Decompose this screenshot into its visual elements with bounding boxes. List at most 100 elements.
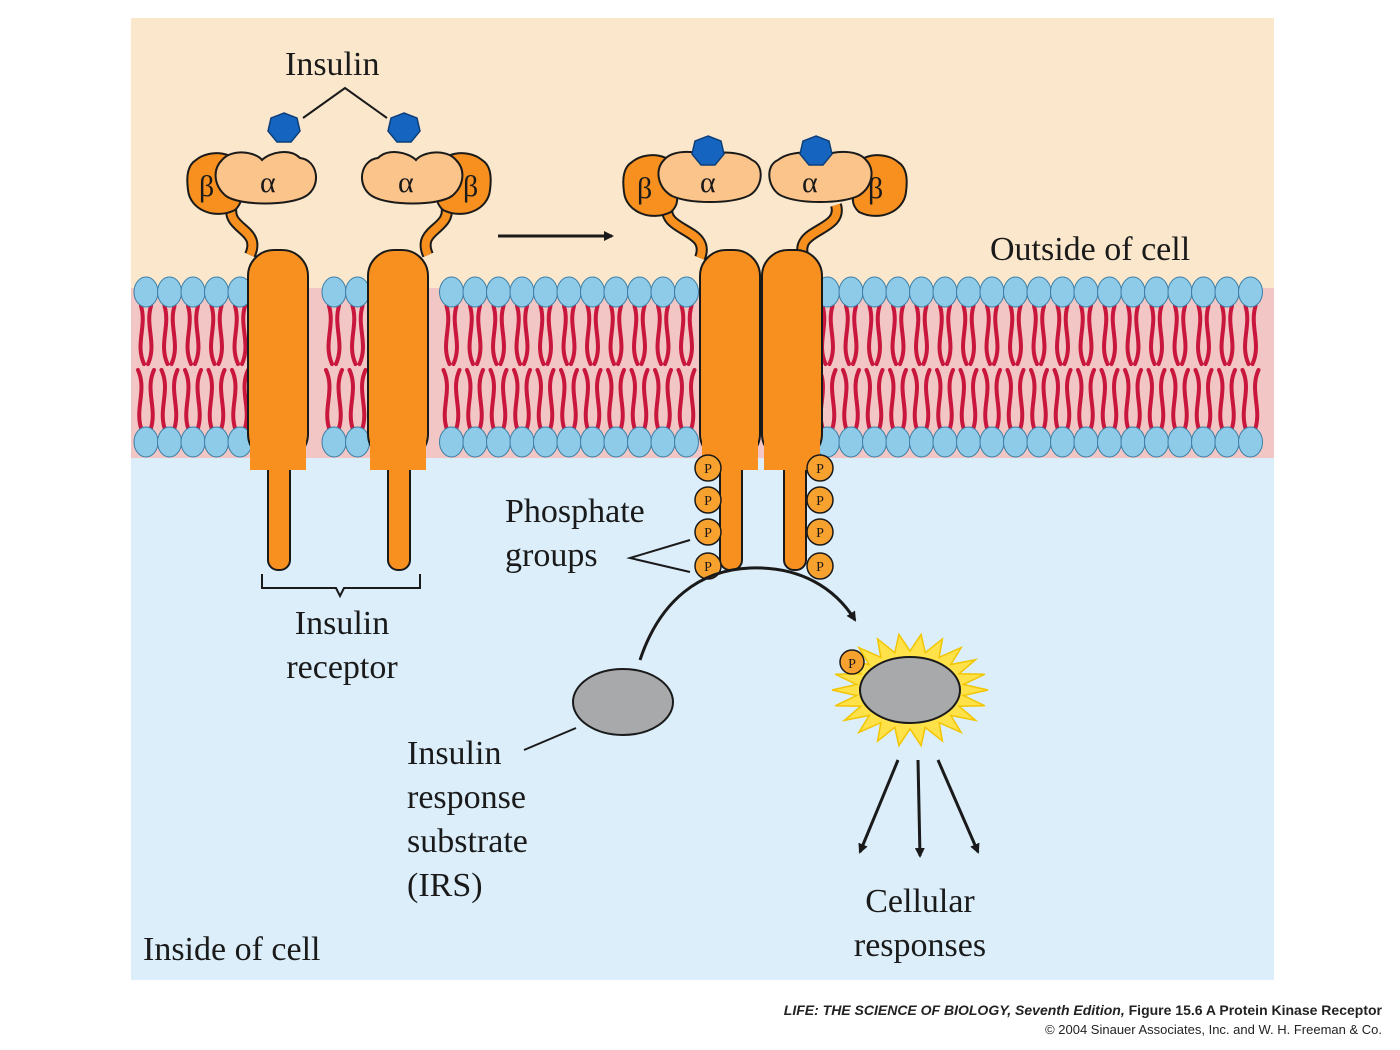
phospholipid-tail: [961, 304, 969, 366]
phospholipid-tail: [498, 304, 506, 366]
phospholipid-tail: [512, 368, 520, 430]
phospholipid-tail: [1135, 368, 1143, 430]
phospholipid-head: [486, 426, 511, 458]
insulin-label-connector: [302, 86, 388, 119]
phospholipid-tail: [1065, 368, 1073, 430]
irs-label: Insulin response substrate (IRS): [407, 735, 528, 904]
phospholipid-head: [1050, 276, 1075, 308]
phospholipid-tail: [219, 368, 227, 430]
phospholipid-tail: [1029, 368, 1037, 430]
phospholipid-tail: [444, 304, 452, 366]
phospholipid-head: [1026, 276, 1052, 308]
phospholipid-head: [932, 426, 958, 458]
insulin-receptor-label: Insulin receptor: [286, 605, 398, 686]
phospholipid-head: [979, 276, 1005, 308]
lipid-tails: [136, 304, 1261, 430]
insulin-molecule: [387, 112, 421, 143]
phospholipid-tail: [1149, 304, 1157, 366]
phospholipid-tail: [851, 304, 859, 366]
phospholipid-tail: [665, 368, 673, 430]
phosphate-symbol: P: [704, 462, 712, 477]
phosphate-group: P: [806, 486, 834, 514]
phospholipid-head: [885, 426, 911, 458]
beta-label: β: [463, 170, 478, 203]
phospholipid-tail: [334, 304, 342, 366]
phospholipid-tail: [1055, 304, 1063, 366]
phospholipid-tail: [232, 304, 240, 366]
phospholipid-tail: [240, 304, 248, 366]
phospholipid-tail: [867, 304, 875, 366]
phospholipid-head: [1238, 276, 1263, 308]
phospholipid-tail: [1008, 304, 1016, 366]
phosphate-symbol: P: [816, 560, 824, 575]
phospholipid-head: [1120, 276, 1146, 308]
phospholipid-tail: [1086, 304, 1094, 366]
phospholipid-tail: [538, 304, 546, 366]
cytoplasmic-tail: [267, 454, 291, 571]
phospholipid-head: [1191, 276, 1216, 308]
phospholipid-tail: [653, 368, 661, 430]
phospholipid-head: [204, 276, 229, 308]
phospholipid-tail: [1112, 368, 1120, 430]
phospholipid-head: [321, 276, 347, 308]
phospholipid-tail: [357, 304, 365, 366]
phospholipid-tail: [1078, 304, 1086, 366]
phospholipid-head: [1097, 426, 1122, 458]
alpha-label: α: [700, 166, 716, 199]
phospholipid-tail: [1206, 368, 1214, 430]
phospholipid-tail: [1039, 304, 1047, 366]
phospholipid-head: [838, 426, 864, 458]
phospholipid-tail: [467, 304, 475, 366]
phospholipid-tail: [686, 304, 694, 366]
phosphate-group: P: [806, 552, 834, 580]
phospholipid-tail: [1125, 304, 1133, 366]
irs-protein: [572, 668, 674, 736]
phospholipid-tail: [984, 304, 992, 366]
irs-label-pointer: [523, 727, 577, 751]
cellular-responses-label: Cellular responses: [853, 883, 987, 964]
phospholipid-tail: [1041, 368, 1049, 430]
phospholipid-head: [1003, 276, 1028, 308]
insulin-molecule: [267, 112, 301, 143]
phosphate-group: P: [694, 518, 722, 546]
phospholipid-tail: [1180, 304, 1188, 366]
response-arrow: [936, 759, 980, 854]
phospholipid-tail: [592, 304, 600, 366]
beta-label: β: [868, 172, 883, 205]
phospholipid-head: [956, 426, 981, 458]
transmembrane-domain: [247, 249, 309, 461]
phospholipid-head: [133, 276, 159, 308]
phospholipid-head: [627, 276, 652, 308]
phospholipid-tail: [1243, 304, 1251, 366]
insulin-label: Insulin: [285, 46, 380, 83]
phospholipid-tail: [1062, 304, 1070, 366]
phospholipid-head: [909, 426, 934, 458]
phospholipid-head: [1167, 426, 1193, 458]
phospholipid-head: [1073, 276, 1099, 308]
phospholipid-tail: [1123, 368, 1131, 430]
phospholipid-tail: [1227, 304, 1235, 366]
phospholipid-tail: [679, 304, 687, 366]
phospholipid-tail: [475, 304, 483, 366]
phospholipid-tail: [1146, 368, 1154, 430]
phospholipid-tail: [206, 368, 214, 430]
phospholipid-head: [603, 276, 629, 308]
phospholipid-tail: [874, 304, 882, 366]
phospholipid-tail: [561, 304, 569, 366]
phospholipid-tail: [1159, 368, 1167, 430]
phospholipid-tail: [1240, 368, 1248, 430]
phospholipid-head: [1073, 426, 1099, 458]
phospholipid-tail: [639, 304, 647, 366]
phospholipid-tail: [1203, 304, 1211, 366]
phospholipid-tail: [1253, 368, 1261, 430]
phospholipid-tail: [169, 304, 177, 366]
phospholipid-head: [321, 426, 347, 458]
phospholipid-head: [862, 276, 887, 308]
beta-label: β: [637, 172, 652, 205]
phosphate-group: P: [694, 552, 722, 580]
phospholipid-tail: [347, 368, 355, 430]
phospholipid-tail: [195, 368, 203, 430]
phospholipid-head: [1026, 426, 1052, 458]
phospholipid-head: [556, 426, 582, 458]
